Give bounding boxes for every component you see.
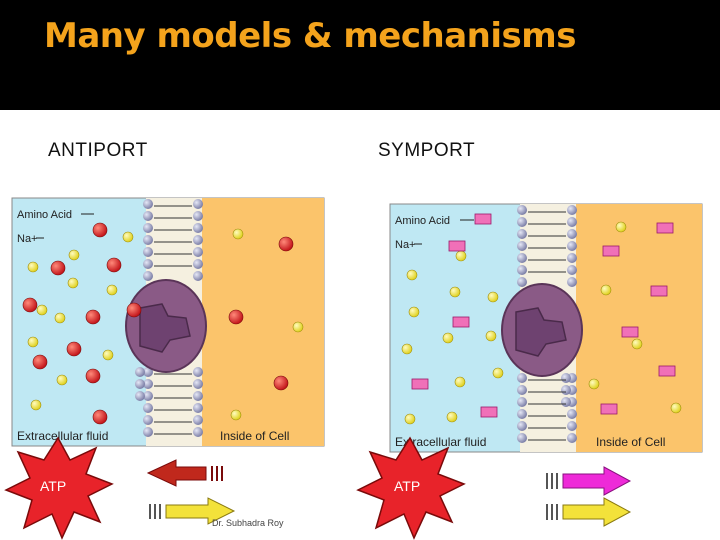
transport-protein-icon [501, 283, 583, 377]
amino-acid-legend: Amino Acid [17, 209, 72, 221]
na-legend: Na+ [395, 239, 416, 251]
antiport-heading: ANTIPORT [48, 140, 148, 161]
author-credit: Dr. Subhadra Roy [212, 518, 284, 528]
arrow-right-magenta-icon [546, 466, 632, 496]
symport-cell-scene: Amino Acid Na+ Extracellular fluid Insid… [389, 203, 703, 453]
inside-cell-label: Inside of Cell [220, 429, 289, 443]
amino-acid-legend: Amino Acid [395, 215, 450, 227]
na-legend: Na+ [17, 233, 38, 245]
na-ions [27, 228, 304, 421]
inside-cell-label: Inside of Cell [596, 435, 665, 449]
na-ions [401, 221, 682, 425]
title-bar [0, 0, 720, 110]
atp-label: ATP [394, 478, 420, 494]
atp-label: ATP [40, 478, 66, 494]
atp-burst-icon [356, 436, 466, 540]
arrow-right-yellow-icon [546, 497, 632, 527]
atp-burst-icon [4, 436, 114, 540]
transport-protein-icon [125, 279, 207, 373]
antiport-cell-scene: Amino Acid Na+ Extracellular fluid Insid… [11, 197, 325, 447]
amino-acids [22, 222, 294, 425]
symport-heading: SYMPORT [378, 140, 476, 161]
extracellular-label: Extracellular fluid [17, 429, 108, 443]
extracellular-label: Extracellular fluid [395, 435, 486, 449]
arrow-left-red-icon [146, 459, 223, 487]
amino-acids [411, 222, 676, 418]
slide-title: Many models & mechanisms [44, 16, 576, 56]
